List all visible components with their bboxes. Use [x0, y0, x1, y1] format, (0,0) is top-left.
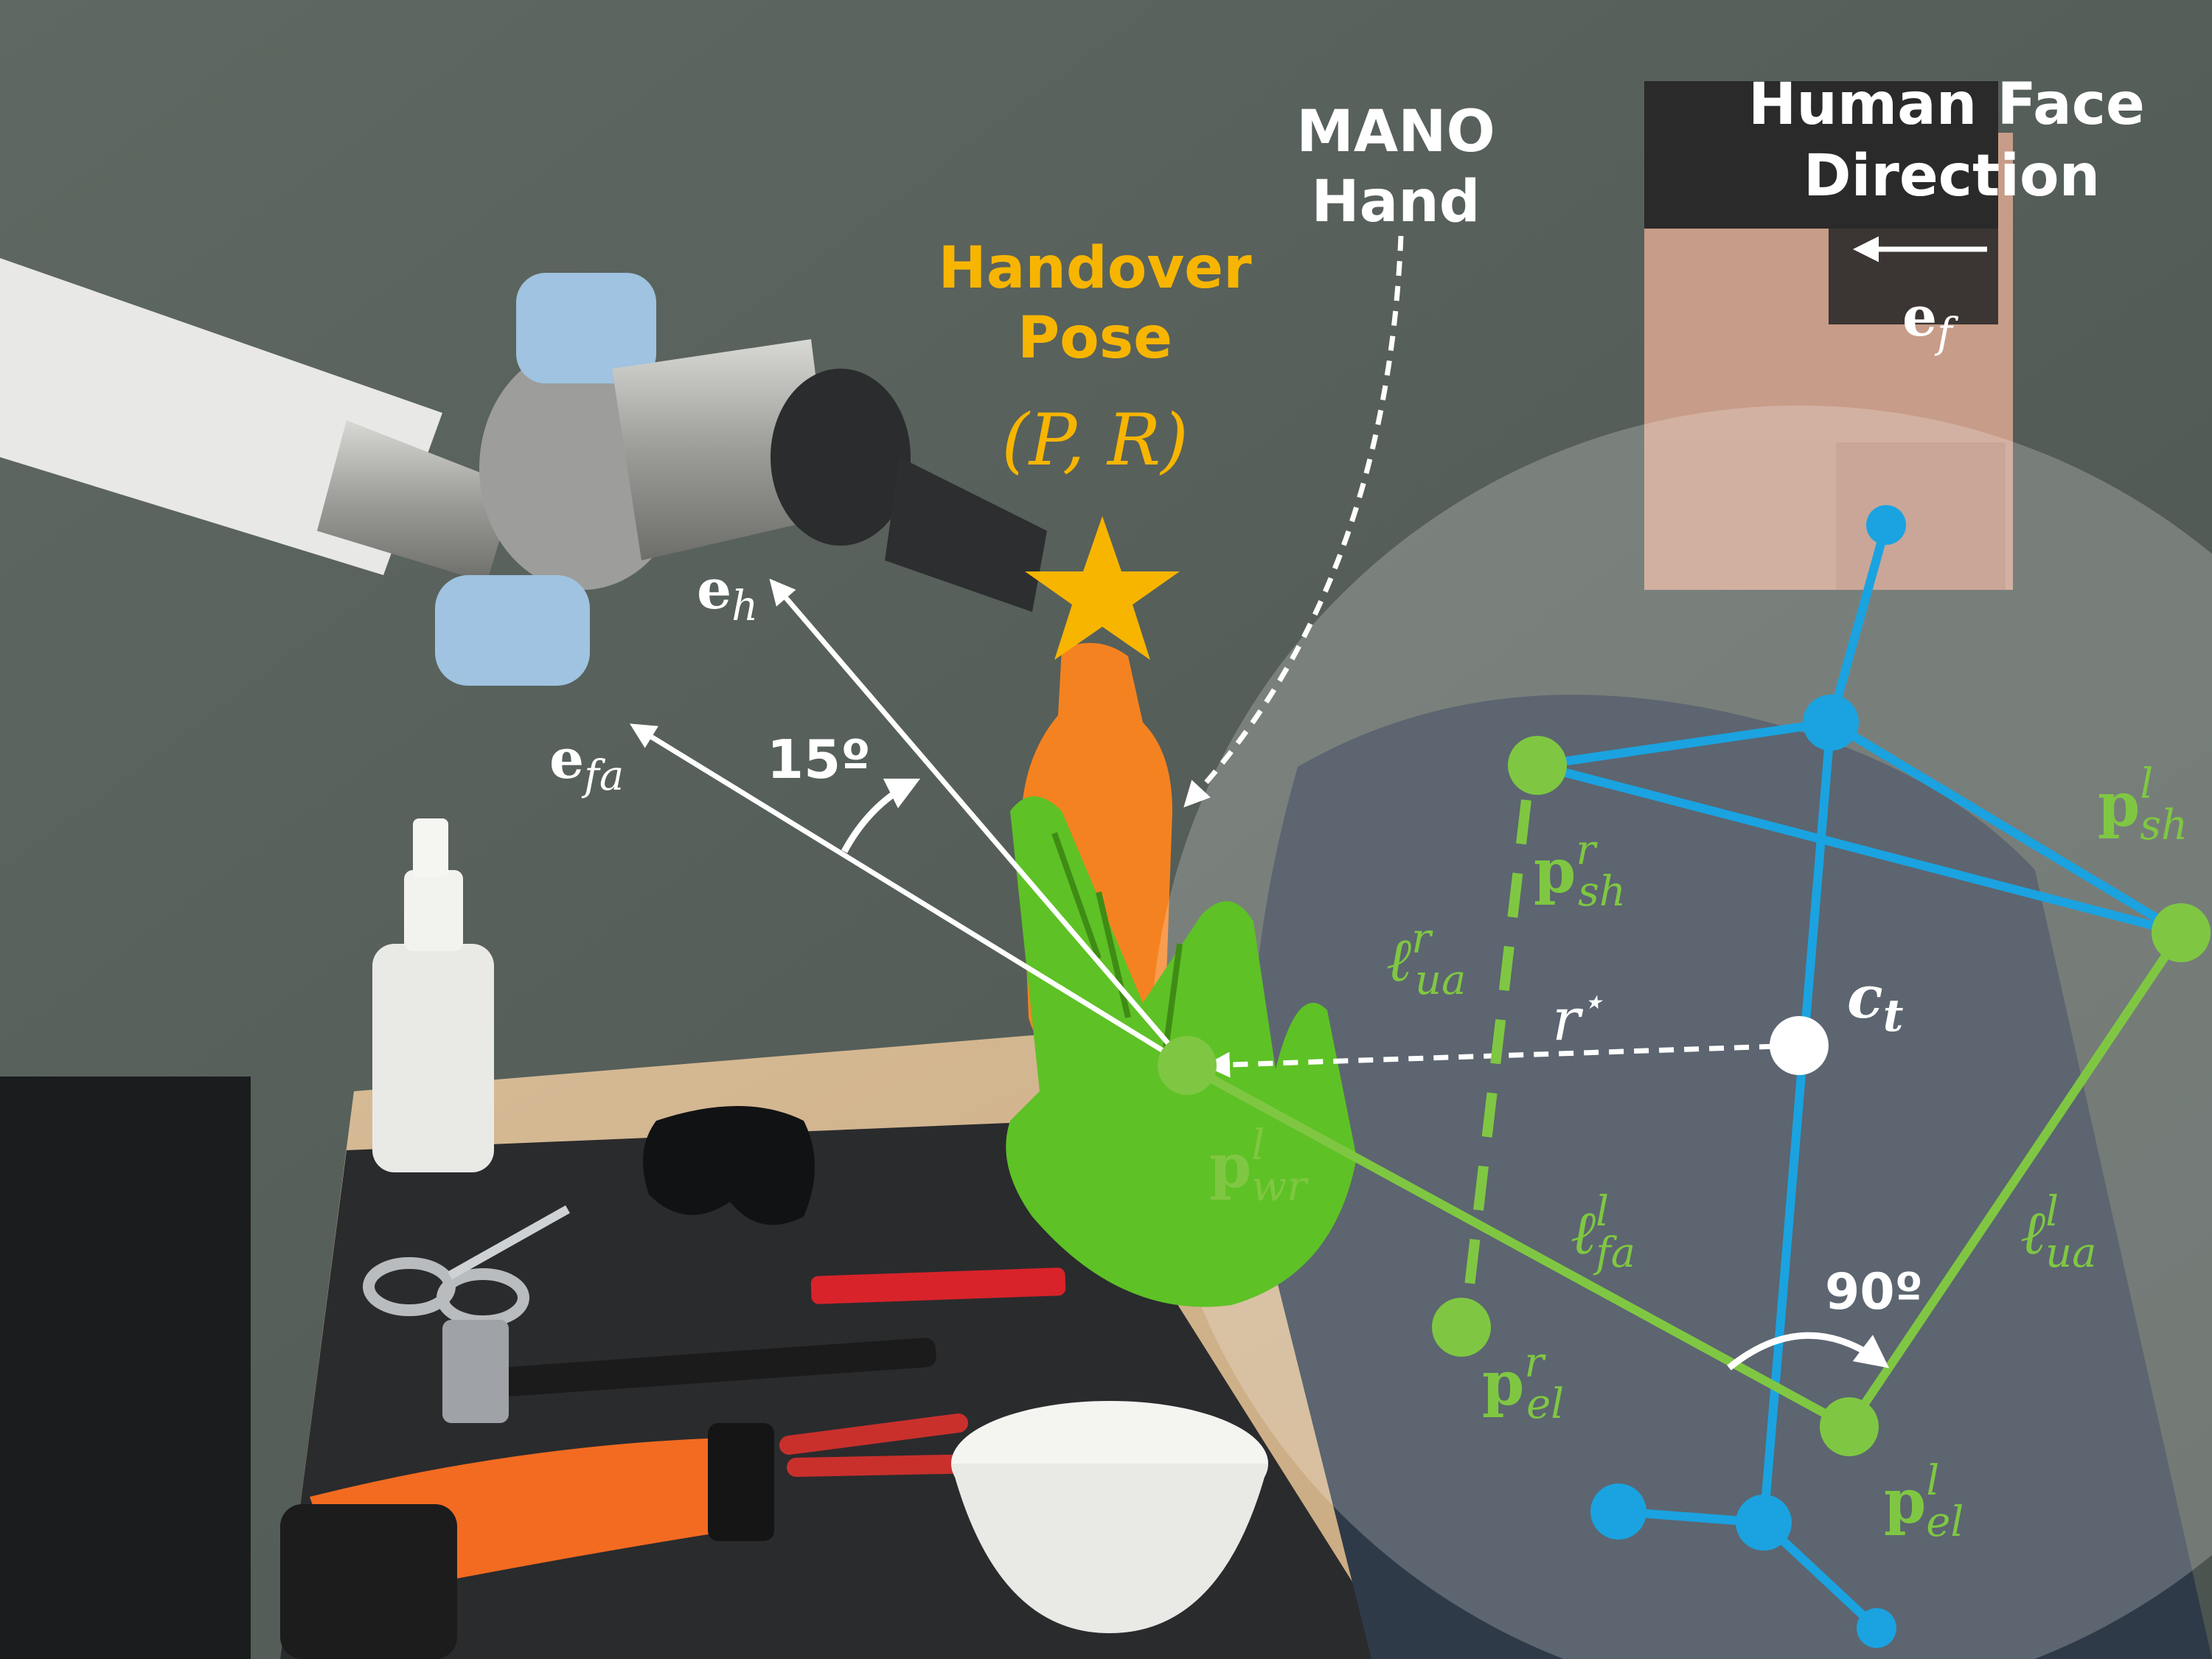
angle-15-label: 15º — [767, 728, 871, 790]
angle-90-arc — [1727, 1332, 1890, 1371]
hammer — [442, 1320, 936, 1423]
face-label-line2: Direction — [1804, 143, 2100, 209]
torso-center-point — [1770, 1016, 1829, 1075]
robot-arm — [0, 258, 1047, 686]
efa-label: efa — [549, 728, 624, 800]
efa-arrow — [630, 723, 1189, 1068]
green-skeleton — [1185, 799, 2185, 1431]
handover-label-line2: Pose — [1018, 305, 1172, 372]
spray-bottle — [372, 818, 494, 1172]
r-star-label: r⋆ — [1552, 980, 1604, 1054]
mano-dashed-arrow — [1183, 235, 1404, 808]
black-case — [0, 1077, 251, 1659]
blue-joints — [1590, 505, 1906, 1648]
mano-label-line2: Hand — [1311, 169, 1480, 235]
angle-90-label: 90º — [1825, 1263, 1923, 1321]
utility-knife — [810, 1267, 1066, 1304]
mano-label-line1: MANO — [1296, 99, 1495, 165]
handover-star — [1025, 516, 1180, 660]
game-controller — [643, 1106, 815, 1225]
handover-pose-math: (P, R) — [1001, 399, 1188, 481]
human-person — [1251, 81, 2212, 1659]
angle-15-arc — [841, 778, 921, 854]
eh-arrow — [769, 578, 1189, 1068]
eh-label: eh — [697, 558, 758, 630]
ct-label: ct — [1847, 962, 1904, 1042]
green-joints — [1158, 736, 2211, 1456]
power-drill — [280, 1423, 774, 1659]
reach-circle — [1150, 406, 2212, 1659]
pliers — [779, 1413, 990, 1477]
handover-label-line1: Handover — [938, 235, 1252, 302]
white-bowl — [951, 1401, 1268, 1633]
face-label-line1: Human Face — [1748, 72, 2145, 138]
scissors — [363, 1205, 570, 1327]
